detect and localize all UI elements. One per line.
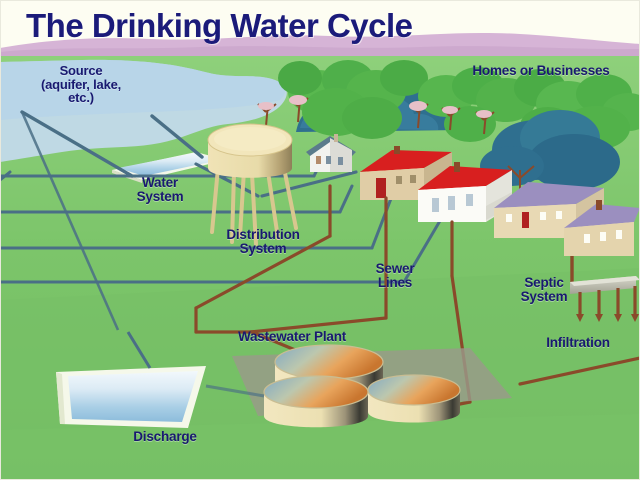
sewer-lines (194, 184, 640, 414)
label-water-system: Water System (136, 175, 184, 205)
discharge-basin (56, 366, 206, 428)
label-homes-or-businesses: Homes or Businesses (472, 63, 610, 78)
house-purple-roof-2 (564, 200, 640, 256)
septic-system (570, 256, 640, 322)
water-pipes (0, 110, 446, 284)
house-blue-roof (306, 134, 356, 172)
label-infiltration: Infiltration (546, 335, 610, 350)
water-tower (207, 123, 298, 246)
page-title: The Drinking Water Cycle (26, 7, 413, 44)
wastewater-tanks (263, 344, 461, 428)
label-septic-system: Septic System (520, 275, 568, 305)
label-sewer-lines: Sewer Lines (375, 261, 415, 291)
label-source: Source (aquifer, lake, etc.) (40, 63, 122, 106)
infiltration-arrows (578, 286, 637, 316)
label-wastewater-plant: Wastewater Plant (237, 329, 347, 344)
label-distribution-system: Distribution System (226, 227, 300, 257)
tree-line (257, 60, 640, 198)
house-red-roof-1 (360, 146, 452, 200)
label-discharge: Discharge (133, 429, 197, 444)
